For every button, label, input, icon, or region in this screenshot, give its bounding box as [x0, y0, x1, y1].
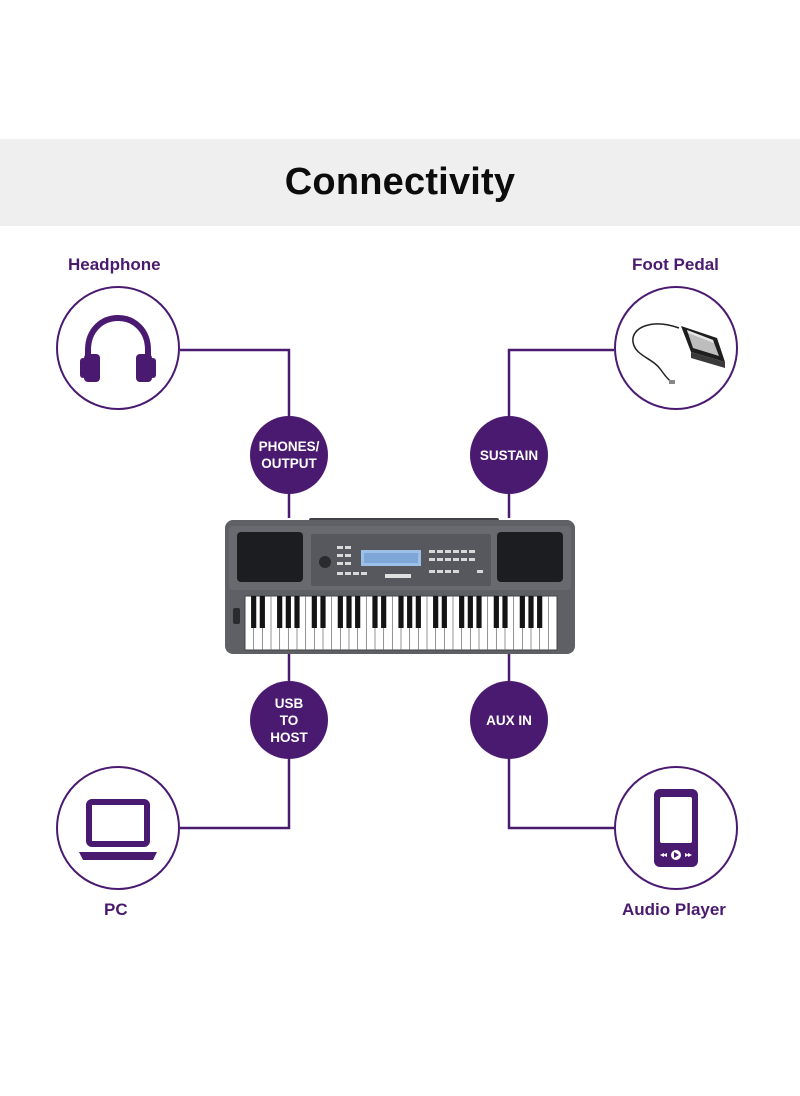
headphones-icon: [80, 314, 156, 382]
pc-device: [56, 766, 180, 890]
portable-keyboard-image: [225, 518, 575, 654]
audio-player-device: [614, 766, 738, 890]
port-usb-to-host: USB TO HOST: [250, 681, 328, 759]
port-sustain: SUSTAIN: [470, 416, 548, 494]
page-title: Connectivity: [284, 161, 516, 203]
right-speaker: [497, 532, 563, 582]
headphone-device: [56, 286, 180, 410]
pc-connector-line: [180, 758, 291, 830]
audio-player-label: Audio Player: [622, 900, 726, 919]
sustain-pedal-image: [632, 323, 725, 384]
headphone-connector-line: [180, 348, 291, 420]
foot-pedal-label: Foot Pedal: [632, 255, 719, 274]
port-phones-output: PHONES/ OUTPUT: [250, 416, 328, 494]
left-speaker: [237, 532, 303, 582]
headphone-label: Headphone: [68, 255, 161, 274]
audio-player-connector-line: [507, 758, 614, 830]
foot-pedal-connector-line: [507, 348, 614, 416]
title-band: Connectivity: [0, 139, 800, 226]
pc-label: PC: [104, 900, 128, 919]
foot-pedal-device: [614, 286, 738, 410]
port-aux-in: AUX IN: [470, 681, 548, 759]
audio-player-icon: [654, 789, 698, 867]
laptop-icon: [79, 799, 157, 860]
